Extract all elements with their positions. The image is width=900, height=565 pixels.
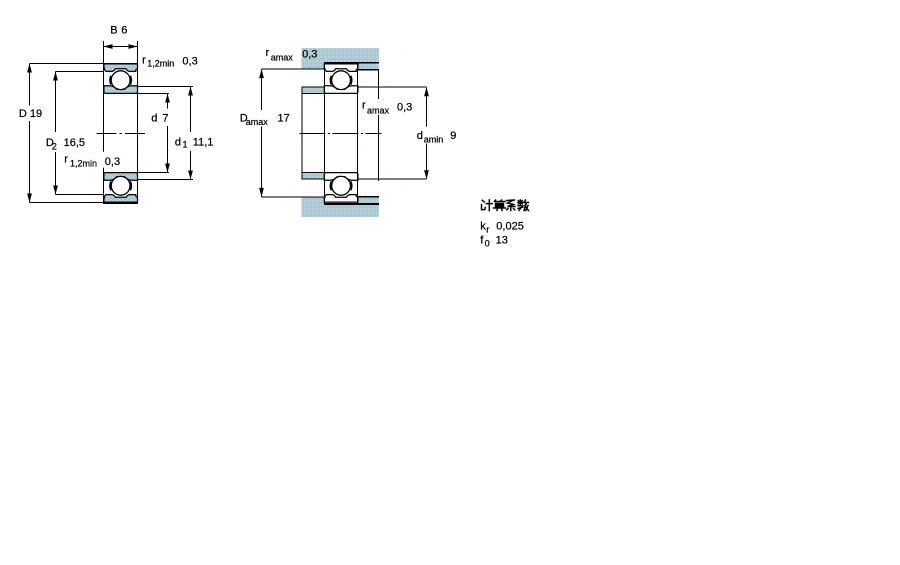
svg-text:1,2min: 1,2min (70, 158, 97, 168)
svg-text:r: r (266, 47, 270, 59)
svg-text:r: r (142, 54, 146, 66)
svg-text:d: d (151, 113, 157, 125)
svg-text:1: 1 (183, 140, 188, 150)
svg-text:6: 6 (121, 25, 127, 37)
svg-text:0,025: 0,025 (496, 221, 524, 233)
svg-text:r: r (64, 154, 68, 166)
svg-text:k: k (480, 220, 486, 232)
svg-text:11,1: 11,1 (193, 136, 214, 148)
svg-text:r: r (362, 100, 366, 112)
svg-text:amax: amax (271, 53, 294, 63)
svg-text:r: r (486, 225, 489, 235)
svg-text:1,2min: 1,2min (147, 58, 174, 68)
svg-text:f: f (480, 234, 484, 246)
svg-text:2: 2 (52, 142, 57, 152)
svg-text:d: d (175, 136, 181, 148)
svg-text:D: D (19, 108, 27, 120)
svg-text:0,3: 0,3 (302, 48, 317, 60)
svg-text:0,3: 0,3 (182, 56, 197, 68)
svg-text:0,3: 0,3 (397, 102, 412, 114)
svg-text:amin: amin (424, 134, 444, 144)
svg-text:9: 9 (450, 130, 456, 142)
svg-text:D: D (240, 112, 248, 124)
svg-text:amax: amax (246, 117, 269, 127)
svg-text:7: 7 (162, 113, 168, 125)
svg-text:13: 13 (496, 234, 508, 246)
svg-text:19: 19 (30, 108, 42, 120)
svg-text:17: 17 (278, 112, 290, 124)
svg-text:0,3: 0,3 (105, 156, 120, 168)
svg-text:0: 0 (485, 239, 490, 249)
svg-text:d: d (417, 130, 423, 142)
svg-text:D: D (46, 137, 54, 149)
svg-text:amax: amax (367, 105, 390, 115)
svg-text:B: B (110, 25, 117, 37)
svg-text:16,5: 16,5 (64, 137, 85, 149)
